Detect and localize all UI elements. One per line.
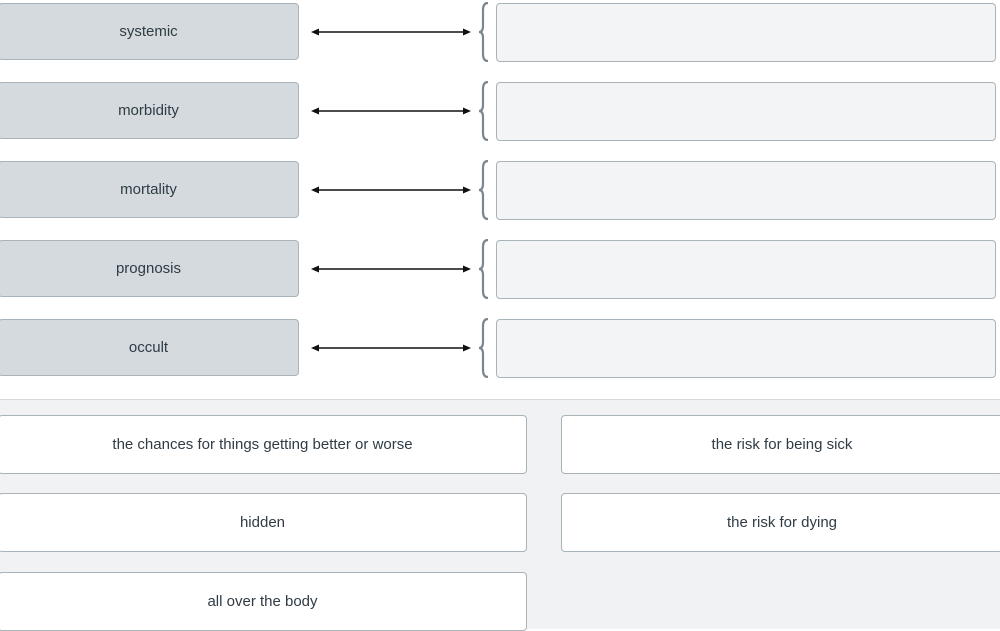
choice-label: the chances for things getting better or… <box>112 436 413 453</box>
choice-risk-sick[interactable]: the risk for being sick <box>561 415 1000 474</box>
term-label: systemic <box>119 23 178 40</box>
term-morbidity[interactable]: morbidity <box>0 82 299 139</box>
term-label: prognosis <box>115 260 182 277</box>
drop-target-prognosis[interactable] <box>496 240 996 299</box>
choice-label: hidden <box>239 514 286 531</box>
choice-risk-dying[interactable]: the risk for dying <box>561 493 1000 552</box>
choice-label: all over the body <box>207 593 318 610</box>
double-arrow-icon <box>311 28 471 36</box>
answer-bank: the chances for things getting better or… <box>0 399 1000 631</box>
double-arrow-icon <box>311 186 471 194</box>
drop-target-morbidity[interactable] <box>496 82 996 141</box>
term-systemic[interactable]: systemic <box>0 3 299 60</box>
brace-icon <box>478 2 489 62</box>
term-prognosis[interactable]: prognosis <box>0 240 299 297</box>
brace-icon <box>478 81 489 141</box>
double-arrow-icon <box>311 265 471 273</box>
brace-icon <box>478 318 489 378</box>
choice-chances[interactable]: the chances for things getting better or… <box>0 415 527 474</box>
choice-all-over-body[interactable]: all over the body <box>0 572 527 631</box>
brace-icon <box>478 160 489 220</box>
drop-target-occult[interactable] <box>496 319 996 378</box>
choice-label: the risk for being sick <box>711 436 853 453</box>
term-occult[interactable]: occult <box>0 319 299 376</box>
term-label: occult <box>128 339 169 356</box>
double-arrow-icon <box>311 344 471 352</box>
term-label: mortality <box>120 181 177 198</box>
drop-target-mortality[interactable] <box>496 161 996 220</box>
choice-hidden[interactable]: hidden <box>0 493 527 552</box>
drop-target-systemic[interactable] <box>496 3 996 62</box>
term-mortality[interactable]: mortality <box>0 161 299 218</box>
choice-label: the risk for dying <box>726 514 838 531</box>
brace-icon <box>478 239 489 299</box>
double-arrow-icon <box>311 107 471 115</box>
term-label: morbidity <box>118 102 179 119</box>
